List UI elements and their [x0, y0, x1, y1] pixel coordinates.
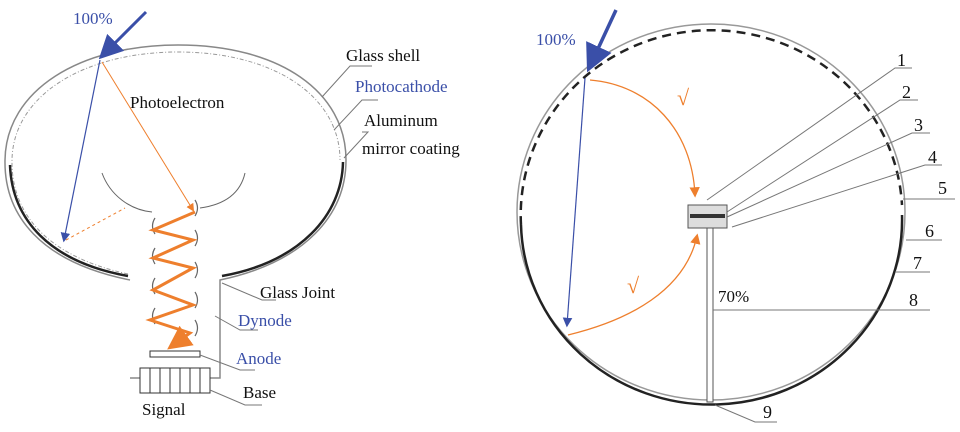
callout-leader-lines [706, 67, 955, 423]
callout-9: 9 [763, 402, 772, 422]
check-mark-lower: √ [627, 273, 640, 298]
anode-plate [149, 350, 201, 358]
right-sphere-diagram: 100% √ √ 70% 1 2 3 4 5 6 7 8 9 [516, 9, 955, 423]
leader-lines [199, 65, 378, 406]
aluminum-label: Aluminum [364, 111, 438, 130]
anode-label: Anode [236, 349, 281, 368]
electron-path-lower [567, 233, 701, 336]
glass-shell-label: Glass shell [346, 46, 420, 65]
lost-electron-path [65, 207, 126, 241]
callout-1: 1 [897, 50, 906, 70]
electron-path-upper [589, 79, 700, 198]
callout-4: 4 [928, 147, 937, 167]
base-connector [139, 367, 211, 394]
electron-multiplication-path [145, 210, 198, 350]
callout-5: 5 [938, 178, 947, 198]
signal-label: Signal [142, 400, 186, 419]
focus-electrode [101, 172, 246, 213]
photocathode-label: Photocathode [355, 77, 448, 96]
callout-2: 2 [902, 82, 911, 102]
callout-7: 7 [913, 253, 922, 273]
photocathode-dashed [519, 29, 904, 226]
reflect-percent-label: 70% [718, 287, 749, 306]
callout-8: 8 [909, 290, 918, 310]
check-mark-upper: √ [677, 85, 690, 110]
incident-light-arrow [98, 10, 148, 60]
aluminum-mirror-coating [8, 161, 345, 278]
dynode-stack [151, 199, 199, 337]
dynode-label: Dynode [238, 311, 292, 330]
incident-percent-label: 100% [536, 30, 576, 49]
photocathode-layer [11, 51, 341, 275]
callout-6: 6 [925, 221, 934, 241]
mirror-coating-solid [519, 214, 904, 406]
left-pmt-diagram: 100% Photoelectron Glass shell Photocath… [4, 9, 460, 419]
glass-shell [4, 44, 347, 379]
incident-percent-label: 100% [73, 9, 113, 28]
photoelectron-path [101, 61, 195, 212]
detector-module [687, 204, 728, 403]
base-label: Base [243, 383, 276, 402]
glass-joint-label: Glass Joint [260, 283, 335, 302]
photoelectron-label: Photoelectron [130, 93, 225, 112]
reflected-light-ray [60, 59, 101, 243]
callout-3: 3 [914, 115, 923, 135]
reflected-light-ray [562, 77, 586, 328]
mirror-coating-label: mirror coating [362, 139, 460, 158]
incident-light-arrow [586, 9, 618, 73]
